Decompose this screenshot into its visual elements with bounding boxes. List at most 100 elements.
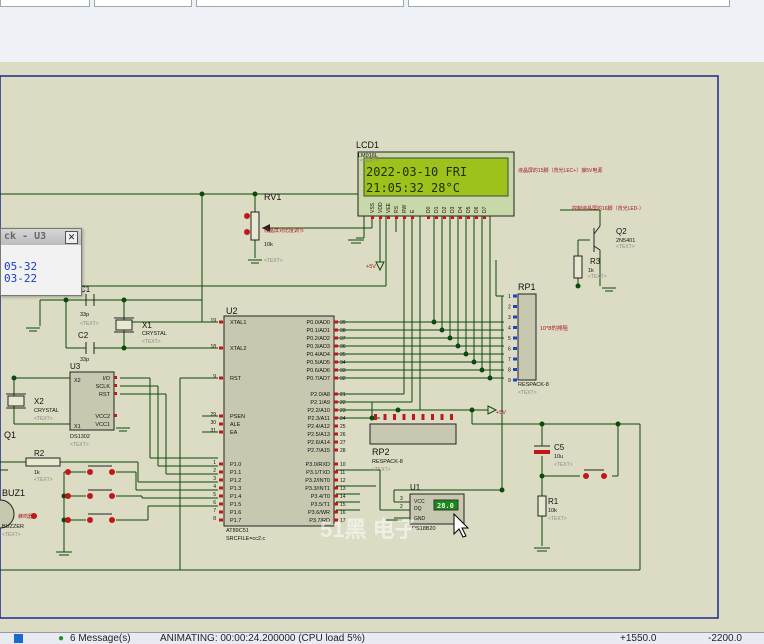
u2-pin-label: P0.0/AD0 — [306, 320, 330, 326]
u2-pin-label: P0.2/AD2 — [306, 336, 330, 342]
text-tag: <TEXT> — [518, 390, 537, 396]
rp2-ref: RP2 — [372, 447, 390, 457]
lcd-pin-label: VEE — [386, 202, 392, 213]
u2-pin-marker — [334, 368, 338, 372]
u2-pin-marker — [334, 424, 338, 428]
close-icon[interactable]: ✕ — [65, 231, 78, 244]
u2-pin-marker — [334, 494, 338, 498]
x2-ref: X2 — [34, 397, 44, 406]
q2-ref: Q2 — [616, 227, 627, 236]
u2-pin-marker — [219, 430, 223, 434]
sensor-u1-ds18b20[interactable] — [409, 493, 465, 525]
u2-pin-label: P2.4/A12 — [307, 424, 330, 430]
u2-pin-number: 37 — [340, 336, 346, 342]
lcd-pin-label: VDD — [378, 202, 384, 213]
u2-pin-number: 33 — [340, 368, 346, 374]
u2-pin-number: 11 — [340, 470, 345, 476]
u1-pin-label: DQ — [414, 506, 422, 512]
u2-pin-label: P3.2/INT0 — [305, 478, 330, 484]
u2-pin-number: 13 — [340, 486, 346, 492]
u2-pin-marker — [334, 376, 338, 380]
u2-pin-number: 3 — [213, 476, 216, 482]
rp2-value: RESPACK-8 — [372, 459, 403, 465]
rp1-pin-marker — [513, 294, 517, 298]
u2-pin-number: 17 — [340, 518, 346, 524]
u2-pin-marker — [334, 470, 338, 474]
x1-ref: X1 — [142, 321, 152, 330]
u2-pin-marker — [334, 408, 338, 412]
u2-pin-number: 27 — [340, 440, 346, 446]
rv1-value: 10k — [264, 242, 273, 248]
u2-pin-number: 18 — [210, 344, 216, 350]
resistor-r1 — [537, 495, 547, 517]
u3-pin-markers — [114, 376, 117, 417]
rp2-pin-marker — [431, 414, 434, 420]
u2-pin-label: P0.1/AD1 — [306, 328, 330, 334]
animation-status: ANIMATING: 00:00:24.200000 (CPU load 5%) — [160, 633, 365, 644]
r3-ref: R3 — [590, 257, 601, 266]
key-buttons[interactable] — [65, 465, 115, 523]
lcd-pin-label: D2 — [442, 206, 448, 213]
u2-pin-marker — [334, 392, 338, 396]
lcd-module[interactable] — [357, 151, 515, 217]
reset-button[interactable] — [583, 469, 607, 479]
u2-pin-number: 30 — [210, 420, 216, 426]
u2-pin-number: 36 — [340, 344, 346, 350]
u2-pin-number: 19 — [210, 318, 216, 324]
u3-pin-label: I/O — [103, 376, 111, 382]
u2-pin-marker — [219, 494, 223, 498]
u2-pin-label: P1.6 — [230, 510, 241, 516]
potentiometer-rv1[interactable] — [244, 211, 270, 241]
c2-value: 33p — [80, 357, 89, 363]
transistor-q2 — [593, 225, 601, 252]
u2-pin-label: P3.7/RD — [309, 518, 330, 524]
u2-pin-label: ALE — [230, 422, 241, 428]
c1-value: 33p — [80, 312, 89, 318]
u2-pin-label: P2.7/A15 — [307, 448, 330, 454]
chip-u3-ds1302[interactable] — [69, 371, 115, 431]
u2-pin-marker — [219, 422, 223, 426]
u2-pin-label: P2.1/A9 — [310, 400, 330, 406]
r2-ref: R2 — [34, 449, 45, 458]
u2-pin-marker — [334, 416, 338, 420]
u2-pin-label: P1.3 — [230, 486, 241, 492]
u2-pin-number: 23 — [340, 408, 346, 414]
chip-u2-at89c51[interactable] — [223, 315, 335, 527]
u2-pin-number: 4 — [213, 484, 216, 490]
c1-ref: C1 — [80, 285, 91, 294]
rp1-value: RESPACK-8 — [518, 382, 549, 388]
c5-value: 10u — [554, 454, 563, 460]
resistor-pack-rp1[interactable] — [517, 293, 537, 381]
u2-pin-number: 29 — [210, 412, 216, 418]
message-count[interactable]: 6 Message(s) — [70, 633, 131, 644]
u2-pin-marker — [334, 328, 338, 332]
resistor-pack-rp2[interactable] — [369, 423, 457, 445]
rp1-pin-number: 5 — [508, 336, 511, 342]
u2-pin-marker — [334, 478, 338, 482]
c5-ref: C5 — [554, 443, 565, 452]
rp1-pin-markers — [513, 294, 517, 382]
buz1-note: 蜂鸣器 — [18, 513, 33, 520]
rp1-ref: RP1 — [518, 282, 536, 292]
ground-symbols — [26, 239, 616, 556]
buz1-value: BUZZER — [2, 524, 24, 530]
lcd-pin-label: D4 — [458, 206, 464, 213]
text-tag: <TEXT> — [142, 339, 161, 345]
play-button[interactable] — [14, 634, 23, 643]
u2-pin-number: 35 — [340, 352, 346, 358]
u3-ref: U3 — [70, 362, 81, 371]
buzzer-buz1 — [0, 499, 37, 529]
coordinate-x: +1550.0 — [620, 633, 657, 644]
q2-value: 2N5401 — [616, 238, 635, 244]
u2-pin-number: 31 — [210, 428, 216, 434]
u2-pin-label: P0.4/AD4 — [306, 352, 330, 358]
u2-pin-label: P3.3/INT1 — [305, 486, 330, 492]
rv1-note: 液晶屏对比度调节 — [264, 227, 304, 234]
u2-ref: U2 — [226, 306, 238, 316]
ds1302-debug-popup[interactable]: ck - U3 ✕ 05-32 03-22 — [0, 228, 82, 296]
text-tag: <TEXT> — [360, 158, 379, 164]
u2-pin-number: 2 — [213, 468, 216, 474]
u1-value: DS18B20 — [412, 526, 436, 532]
rp2-pin-marker — [402, 414, 406, 420]
